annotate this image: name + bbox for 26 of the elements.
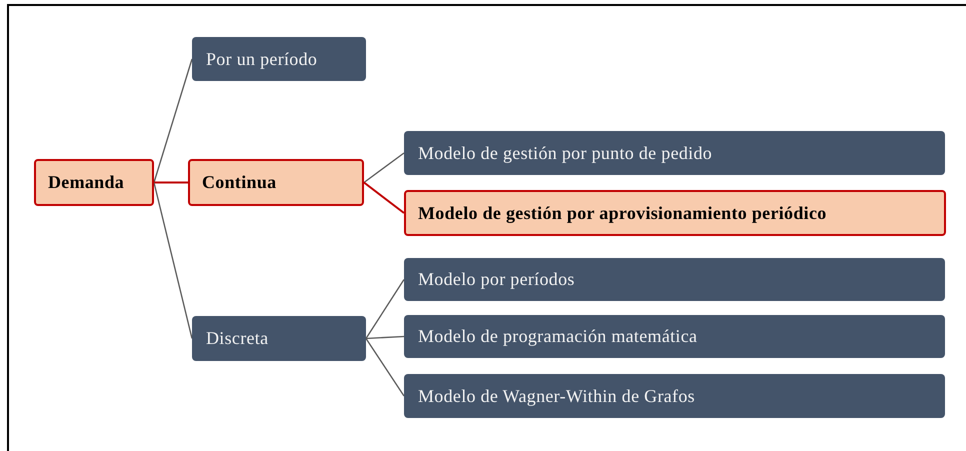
box-label: Modelo de gestión por aprovisionamiento periódico <box>418 202 827 224</box>
connector-line <box>365 338 405 396</box>
highlighted-box <box>404 190 946 236</box>
connector-line <box>364 152 404 184</box>
connector-line <box>363 182 405 214</box>
connector-line <box>154 182 188 184</box>
connector-line <box>366 336 404 340</box>
box-label: Por un período <box>206 48 318 70</box>
category-box <box>404 131 945 175</box>
category-box <box>404 258 945 301</box>
box-label: Continua <box>202 172 276 193</box>
connector-line <box>365 279 405 339</box>
box-label: Modelo de programación matemática <box>418 326 698 347</box>
box-label: Discreta <box>206 328 268 349</box>
box-label: Modelo de Wagner-Within de Grafos <box>418 386 695 406</box>
category-box <box>192 316 366 361</box>
connector-line <box>153 182 193 339</box>
category-box <box>404 315 945 358</box>
highlighted-box <box>188 159 364 206</box>
box-label: Demanda <box>48 172 124 193</box>
box-label: Modelo de gestión por punto de pedido <box>418 142 712 164</box>
highlighted-box <box>34 159 154 206</box>
category-box <box>192 37 366 81</box>
category-box <box>404 374 945 418</box>
box-label: Modelo por períodos <box>418 269 575 290</box>
connector-line <box>153 58 193 183</box>
